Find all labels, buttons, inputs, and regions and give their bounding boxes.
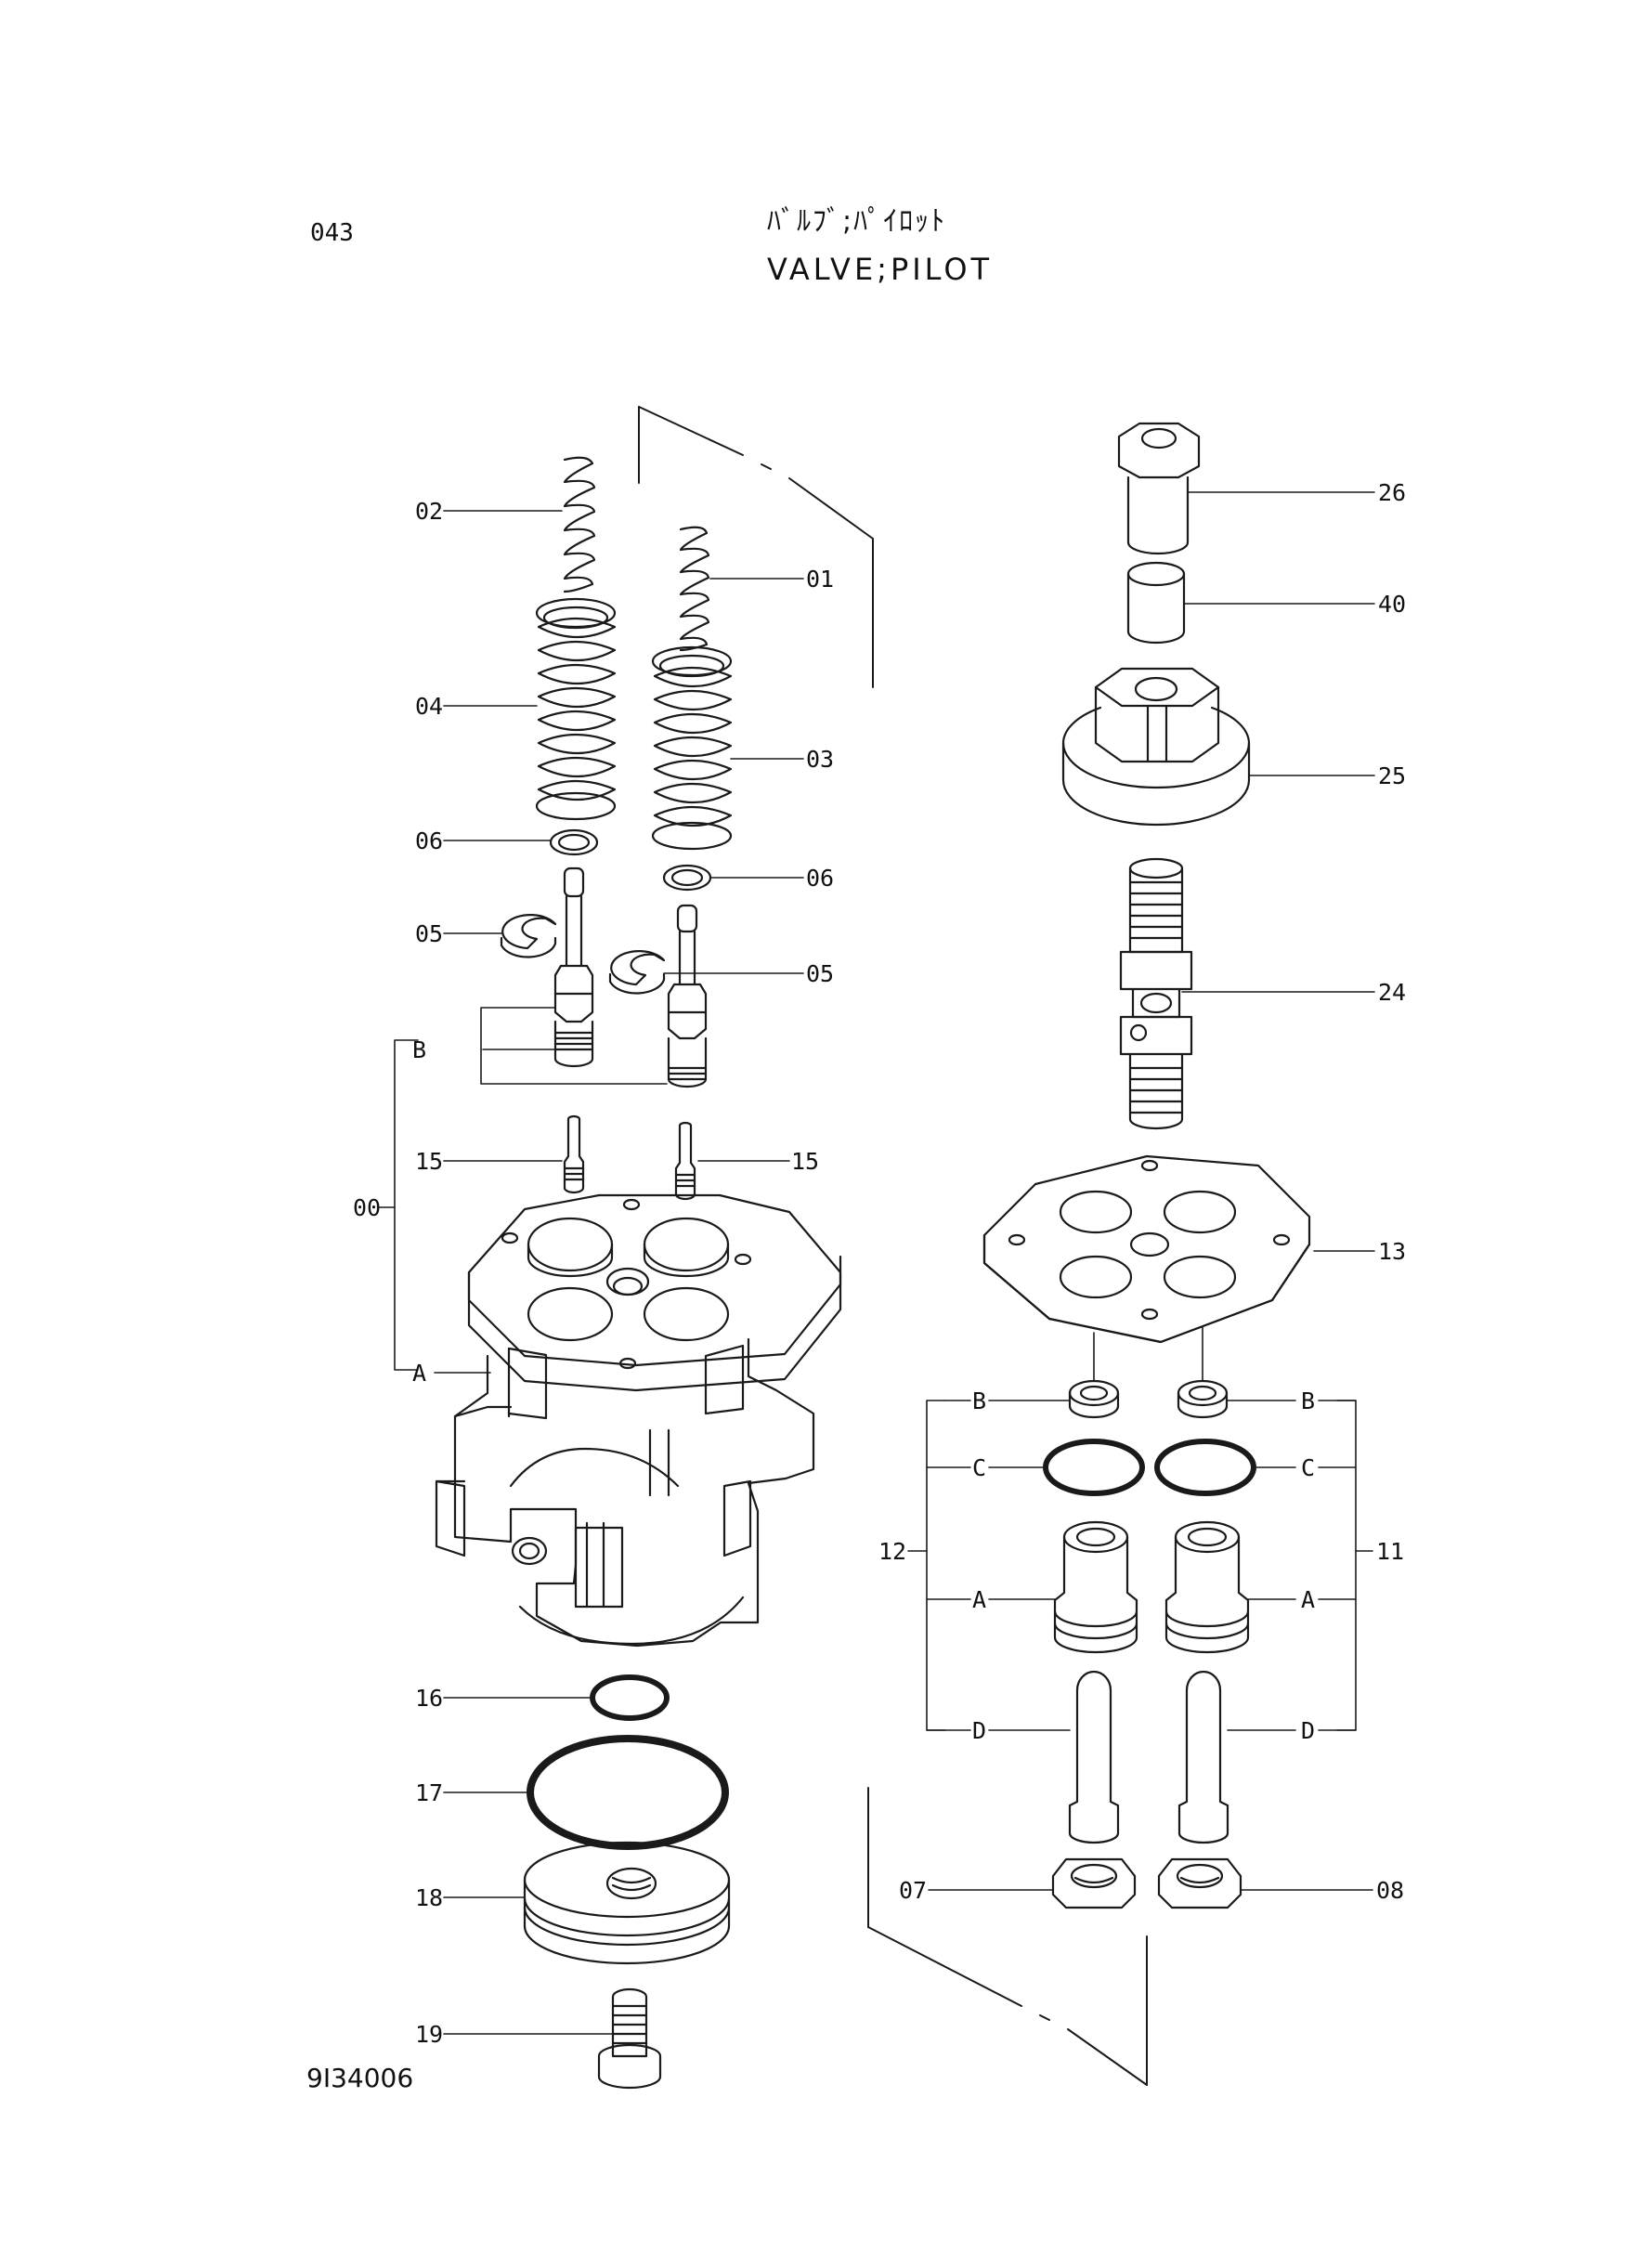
callout-12-C: C — [972, 1454, 986, 1481]
callout-26: 26 — [1378, 479, 1406, 506]
pusher-D-right — [1177, 1670, 1229, 1844]
spring-small-01 — [679, 526, 710, 652]
plunger-assembly-right — [667, 904, 708, 1088]
callout-13: 13 — [1378, 1238, 1406, 1265]
callout-17: 17 — [415, 1779, 443, 1806]
title-japanese: ﾊﾞﾙﾌﾞ;ﾊﾟｲﾛｯﾄ — [767, 205, 947, 238]
page-number: 043 — [310, 219, 354, 247]
washer-06-left — [549, 828, 599, 856]
boundary-line-bottom — [867, 1787, 1148, 2086]
callout-06-right: 06 — [806, 865, 834, 892]
callout-40: 40 — [1378, 591, 1406, 618]
plug-18 — [523, 1841, 731, 1965]
c-clip-05-right — [608, 950, 666, 995]
c-clip-05-left — [500, 914, 557, 958]
callout-11-A: A — [1301, 1586, 1315, 1613]
o-ring-16 — [590, 1674, 670, 1721]
callout-00: 00 — [353, 1194, 381, 1221]
pusher-D-left — [1068, 1670, 1120, 1844]
callout-labels: 02 01 04 03 06 06 05 05 B 15 15 00 A 16 … — [353, 479, 1406, 2048]
o-ring-17 — [527, 1735, 729, 1850]
callout-03: 03 — [806, 746, 834, 773]
drawing-id: 9I34006 — [306, 2063, 414, 2093]
bolt-19 — [597, 1987, 662, 2090]
callout-18: 18 — [415, 1884, 443, 1911]
callout-25: 25 — [1378, 762, 1406, 789]
plate-13 — [982, 1154, 1311, 1344]
plunger-assembly-left — [553, 866, 594, 1068]
spring-large-04 — [535, 597, 617, 821]
callout-01: 01 — [806, 566, 834, 593]
spring-large-03 — [651, 645, 733, 851]
valve-body — [435, 1193, 842, 1648]
callout-11-C: C — [1301, 1454, 1315, 1481]
callout-12-B: B — [972, 1388, 986, 1414]
callout-B-plunger: B — [412, 1036, 426, 1063]
callout-12-D: D — [972, 1717, 986, 1744]
callout-11-B: B — [1301, 1388, 1315, 1414]
pin-15-right — [674, 1121, 696, 1201]
universal-joint-24 — [1119, 857, 1193, 1130]
pin-15-left — [563, 1114, 585, 1194]
washer-06-right — [662, 864, 712, 892]
spring-small-02 — [563, 456, 596, 593]
callout-06-left: 06 — [415, 827, 443, 854]
callout-04: 04 — [415, 693, 443, 720]
callout-24: 24 — [1378, 979, 1406, 1006]
adapter-26 — [1117, 422, 1201, 555]
guide-A-right — [1164, 1520, 1250, 1654]
title-english: VALVE;PILOT — [767, 252, 994, 287]
callout-02: 02 — [415, 498, 443, 525]
callout-15-right: 15 — [791, 1148, 819, 1175]
callout-08: 08 — [1376, 1877, 1404, 1904]
callout-05-left: 05 — [415, 920, 443, 947]
callout-11-D: D — [1301, 1717, 1315, 1744]
callout-11: 11 — [1376, 1538, 1404, 1565]
callout-05-right: 05 — [806, 960, 834, 987]
callout-12: 12 — [878, 1538, 906, 1565]
callout-19: 19 — [415, 2021, 443, 2048]
leader-lines — [378, 491, 1375, 2035]
nut-08 — [1157, 1857, 1242, 1909]
o-ring-C-left — [1043, 1439, 1145, 1496]
callout-12-A: A — [972, 1586, 986, 1613]
callout-07: 07 — [899, 1877, 927, 1904]
nut-07 — [1051, 1857, 1137, 1909]
seal-B-left — [1068, 1379, 1120, 1419]
o-ring-C-right — [1154, 1439, 1256, 1496]
callout-A-body: A — [412, 1360, 426, 1387]
seal-B-right — [1177, 1379, 1229, 1419]
callout-15-left: 15 — [415, 1148, 443, 1175]
flange-nut-25 — [1061, 667, 1251, 827]
guide-A-left — [1053, 1520, 1138, 1654]
callout-16: 16 — [415, 1685, 443, 1712]
boundary-line-top — [638, 406, 874, 688]
bushing-40 — [1126, 561, 1186, 645]
